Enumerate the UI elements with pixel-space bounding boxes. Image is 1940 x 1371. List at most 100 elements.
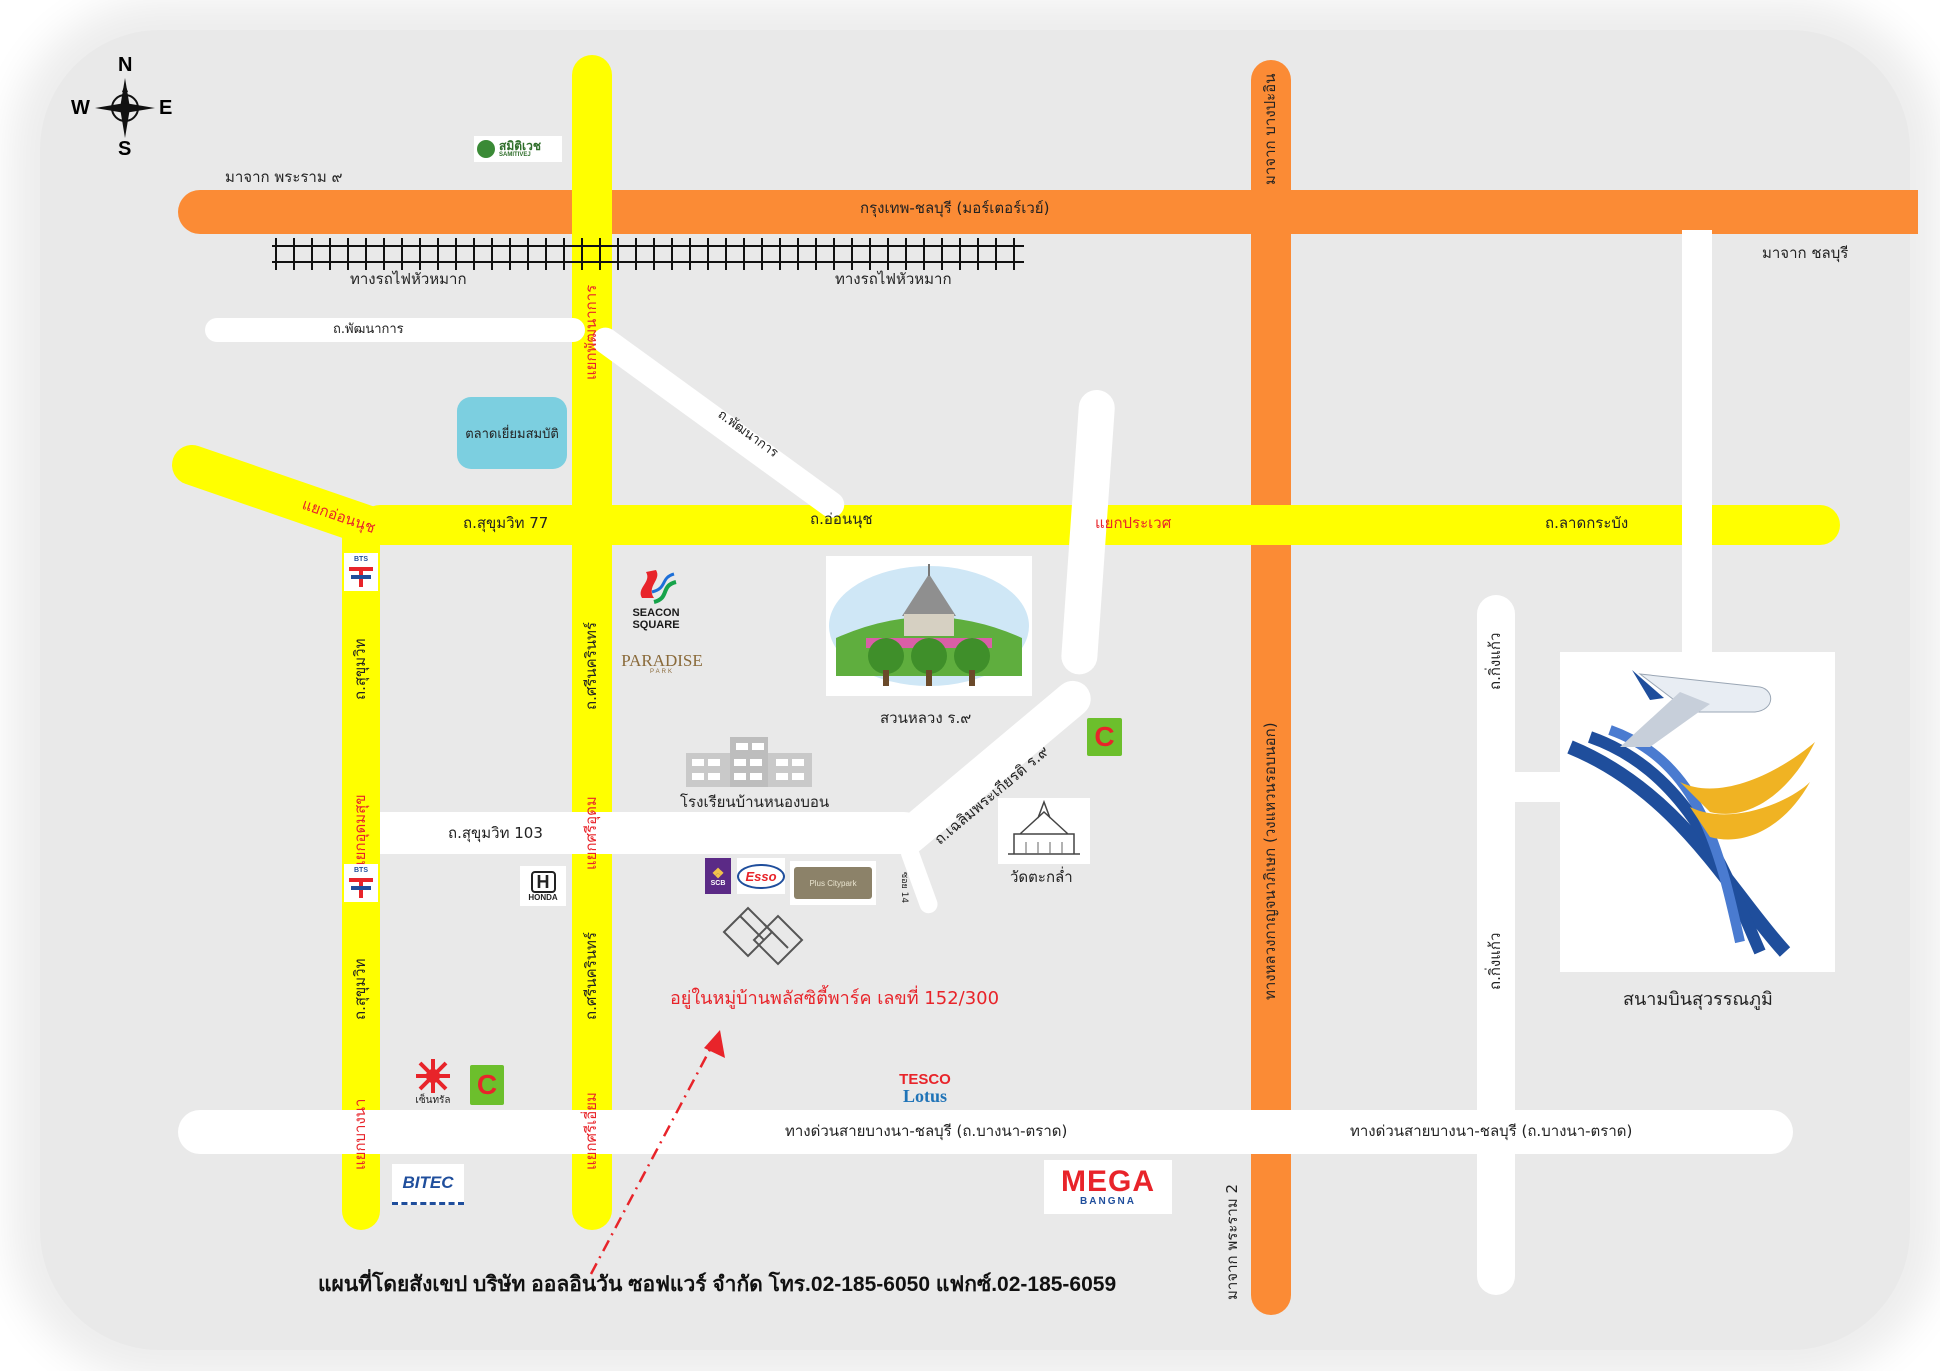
kanchanaphisek-label: ทางหลวงกาญจนาภิเษก (วงแหวนรอบนอก) [1261,722,1279,1000]
destination-label: อยู่ในหมู่บ้านพลัสซิตี้พาร์ค เลขที่ 152/… [670,988,1000,1009]
honda-logo: H HONDA [520,866,566,906]
honda-text: HONDA [528,892,558,902]
suan-luang-image [826,556,1032,696]
big-c-south-icon: C [476,1069,498,1100]
kanchanaphisek-road [1251,60,1291,1315]
school-window [692,759,704,766]
airport-plane-icon [1567,670,1815,957]
school-window [750,759,762,766]
compass-south: S [118,138,132,160]
king-kaeo-label-1: ถ.กิ่งแก้ว [1486,632,1504,690]
citypark-sign: Plus Citypark [794,867,872,899]
central-text: เซ็นทรัล [415,1094,451,1106]
school-building-icon [686,737,812,787]
railway-label-1: ทางรถไฟหัวหมาก [350,270,467,288]
srinakarin-label-b: ถ.ศรีนครินทร์ [582,932,600,1020]
samitivej-logo: สมิติเวช SAMITIVEJ [474,136,562,162]
school-label: โรงเรียนบ้านหนองบอน [680,793,830,811]
bts-north-icon [349,566,373,587]
citypark-logo: Plus Citypark [790,861,876,905]
school-window [734,773,746,780]
temple-icon [1008,799,1080,855]
tesco-text: TESCO [899,1070,951,1088]
king-kaeo-label-2: ถ.กิ่งแก้ว [1486,932,1504,990]
sukhumvit-103-road [380,812,925,854]
market-box: ตลาดเยี่ยมสมบัติ [457,397,567,469]
seacon-text-1: SEACON [632,607,680,619]
sukhumvit77-label: ถ.สุขุมวิท 77 [463,514,549,532]
samitivej-leaf-icon [477,140,495,158]
central-logo: เซ็นทรัล [412,1058,454,1108]
lotus-text: Lotus [902,1085,947,1106]
bitec-logo: BITEC [392,1164,464,1205]
seacon-square-logo: SEACON SQUARE [628,568,684,638]
central-sun-icon [416,1058,450,1093]
paradise-park-logo: PARADISE PARK [620,652,704,675]
school-window [692,773,704,780]
motorway-label: กรุงเทพ-ชลบุรี (มอร์เตอร์เวย์) [860,199,1050,217]
esso-logo: Esso [737,858,785,894]
compass-east: E [159,97,173,119]
school-window [776,759,788,766]
honda-h-icon: H [530,870,556,893]
from-rama2-label: มาจาก พระราม 2 [1223,1183,1241,1300]
sukhumvit-label-a: ถ.สุขุมวิท [351,638,369,700]
map-caption: แผนที่โดยสังเขป บริษัท ออลอินวัน ซอฟแวร์… [318,1273,1117,1296]
citypark-text: Plus Citypark [809,878,857,888]
bangna-trat-label-1: ทางด่วนสายบางนา-ชลบุรี (ถ.บางนา-ตราด) [785,1122,1068,1140]
phatthanakan-road-west [205,318,585,342]
from-bang-pa-in-label: มาจาก บางปะอิน [1261,73,1279,185]
srinakarin-label-a: ถ.ศรีนครินทร์ [582,622,600,710]
school-window [752,743,764,750]
park-pavilion-icon [829,564,1029,686]
seacon-wave-icon [640,570,677,604]
school-window [734,759,746,766]
school-window [792,773,804,780]
bitec-text: BITEC [402,1173,454,1192]
chonburi-link-road [1682,230,1712,655]
railway-track [272,238,1024,270]
esso-text: Esso [737,863,785,889]
motorway-road [178,190,1918,234]
paradise-sub-text: PARK [650,669,674,675]
school-window [792,759,804,766]
paradise-text: PARADISE [621,651,703,670]
srinakarin-road [572,55,612,1230]
school-window [708,773,720,780]
big-c-logo-east: C [1087,718,1122,756]
mega-bangna-logo: MEGA BANGNA [1044,1160,1172,1214]
school-window [736,743,748,750]
temple-label: วัดตะกล่ำ [1010,868,1073,886]
big-c-logo-south: C [470,1065,504,1105]
seacon-text-2: SQUARE [632,619,680,631]
from-rama9-label: มาจาก พระราม ๙ [225,168,343,186]
market-label: ตลาดเยี่ยมสมบัติ [465,426,559,442]
junction-si-udom-label: แยกศรีอุดม [582,796,600,870]
bangna-text: BANGNA [1080,1196,1136,1207]
junction-prawet-label: แยกประเวศ [1095,514,1172,532]
bangna-trat-road [178,1110,1793,1154]
compass-icon [95,78,155,138]
airport-connector-road [1500,772,1560,802]
sukhumvit103-label: ถ.สุขุมวิท 103 [448,824,543,842]
mega-text: MEGA [1061,1165,1155,1198]
junction-udom-suk-label: แยกอุดมสุข [351,794,369,870]
samitivej-name-th: สมิติเวช [499,139,542,153]
tesco-lotus-logo: TESCO Lotus [890,1068,960,1108]
compass-north: N [118,54,133,76]
king-kaeo-road [1477,595,1515,1295]
scb-text: SCB [710,879,726,887]
suan-luang-label: สวนหลวง ร.๙ [880,709,972,727]
school-window [750,773,762,780]
airport-label: สนามบินสุวรรณภูมิ [1623,989,1773,1010]
junction-bang-na-label: แยกบางนา [351,1098,369,1170]
direction-arrow [589,1030,725,1275]
railway-label-2: ทางรถไฟหัวหมาก [835,270,952,288]
on-nut-label: ถ.อ่อนนุช [810,510,873,528]
bangna-trat-label-2: ทางด่วนสายบางนา-ชลบุรี (ถ.บางนา-ตราด) [1350,1122,1633,1140]
bts-north-text: BTS [354,555,368,563]
bts-south-text: BTS [354,866,368,874]
scb-logo: ❖ SCB [705,858,731,894]
bts-logo-south: BTS [344,864,378,902]
school-window [708,759,720,766]
